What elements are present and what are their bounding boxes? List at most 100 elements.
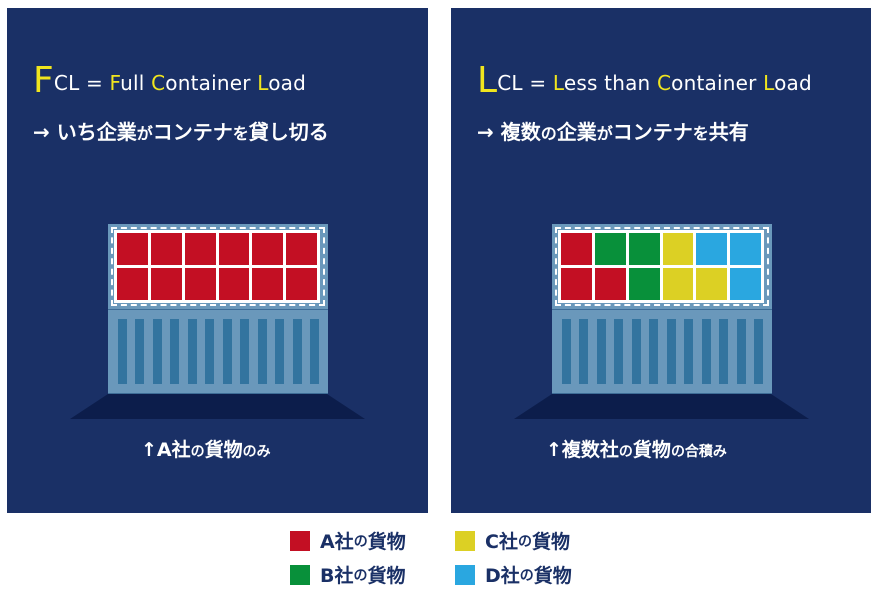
container-rib [684, 319, 694, 384]
lcl-sub-part: → 複数 [477, 120, 541, 144]
legend-label: の [353, 567, 368, 584]
container-rib [596, 319, 606, 384]
fcl-sub-part: が [136, 124, 153, 143]
legend-swatch-d [455, 564, 475, 585]
cargo-box-b [628, 233, 660, 265]
legend-item-d: D社の貨物 [455, 561, 572, 588]
cargo-box-a [184, 233, 216, 265]
container-rib [257, 319, 267, 384]
legend-label: の [517, 533, 532, 550]
legend-label: C社 [485, 531, 518, 553]
lcl-title: LCL = Less than Container Load [477, 60, 812, 101]
lcl-sub-part: コンテナ [612, 120, 693, 144]
fcl-sub-part: コンテナ [152, 120, 233, 144]
fcl-caption: ↑A社の貨物のみ [141, 435, 271, 462]
legend-item-c: C社の貨物 [455, 527, 570, 554]
cargo-box-a [286, 233, 317, 265]
legend-label: 貨物 [367, 565, 406, 587]
cargo-box-a [150, 268, 182, 300]
container-rib [649, 319, 659, 384]
container-rib [135, 319, 145, 384]
lcl-word1-initial: L [552, 71, 564, 95]
fcl-panel: FCL = Full Container Load → いち企業がコンテナを貸し… [7, 8, 428, 513]
legend-swatch-b [290, 564, 310, 585]
legend-label: 貨物 [533, 565, 572, 587]
container-rib [579, 319, 589, 384]
cargo-frame [108, 224, 328, 309]
container-rib [614, 319, 624, 384]
lcl-sub-part: を [692, 124, 709, 143]
fcl-word3-initial: L [257, 71, 269, 95]
lcl-cap-part: の [618, 444, 633, 460]
cargo-box-c [662, 268, 694, 300]
fcl-word1-initial: F [109, 71, 121, 95]
cargo-box-a [117, 233, 148, 265]
cargo-frame [552, 224, 772, 309]
lcl-panel: LCL = Less than Container Load → 複数の企業がコ… [451, 8, 871, 513]
legend-label: の [519, 567, 534, 584]
cargo-box-b [628, 268, 660, 300]
lcl-word2-rest: ontainer [671, 71, 764, 95]
lcl-word3-initial: L [763, 71, 775, 95]
container-rib [666, 319, 676, 384]
legend: A社の貨物 B社の貨物 C社の貨物 D社の貨物 [290, 527, 610, 587]
legend-label: B社 [320, 565, 354, 587]
container-rib [562, 319, 571, 384]
lcl-word1-rest: ess than [563, 71, 657, 95]
cargo-box-c [696, 268, 728, 300]
lcl-subtitle: → 複数の企業がコンテナを共有 [477, 116, 749, 145]
fcl-cargo-grid [114, 230, 320, 303]
cargo-box-a [184, 268, 216, 300]
lcl-sub-part: の [540, 124, 557, 143]
lcl-sub-part: 企業 [556, 120, 597, 144]
container-rib [753, 319, 763, 384]
legend-swatch-c [455, 530, 475, 551]
cargo-box-d [730, 233, 761, 265]
fcl-word2-rest: ontainer [165, 71, 258, 95]
container-rib [631, 319, 641, 384]
legend-label: 貨物 [531, 531, 570, 553]
cargo-box-c [662, 233, 694, 265]
fcl-sub-part: 貸し切る [248, 120, 329, 144]
container-rib [240, 319, 250, 384]
lcl-title-initial: L [477, 60, 498, 101]
floor-shadow [70, 394, 365, 419]
cargo-box-a [252, 233, 284, 265]
lcl-sub-part: が [596, 124, 613, 143]
lcl-sub-part: 共有 [708, 120, 749, 144]
lcl-caption: ↑複数社の貨物の合積み [546, 435, 727, 462]
legend-label: 貨物 [367, 531, 406, 553]
cargo-box-a [117, 268, 148, 300]
floor-shadow [514, 394, 809, 419]
cargo-box-a [286, 268, 317, 300]
container-rib [719, 319, 729, 384]
lcl-cap-part: ↑複数社 [546, 439, 619, 461]
fcl-word3-rest: oad [268, 71, 306, 95]
fcl-title-initial: F [33, 60, 54, 101]
fcl-cap-part: のみ [242, 444, 271, 460]
fcl-title: FCL = Full Container Load [33, 60, 306, 101]
container-rib [292, 319, 302, 384]
fcl-cap-part: の [190, 444, 205, 460]
container-rib [170, 319, 180, 384]
legend-label: D社 [485, 565, 520, 587]
fcl-sub-part: を [232, 124, 249, 143]
container-rib [187, 319, 197, 384]
cargo-dashed-border [555, 227, 769, 306]
cargo-box-a [150, 233, 182, 265]
legend-label: A社 [320, 531, 354, 553]
cargo-box-d [696, 233, 728, 265]
container-rib [275, 319, 285, 384]
container-rib [118, 319, 127, 384]
container-rib [152, 319, 162, 384]
fcl-cap-part: ↑A社 [141, 439, 191, 461]
legend-item-a: A社の貨物 [290, 527, 406, 554]
container-body [108, 309, 328, 394]
lcl-word2-initial: C [656, 71, 672, 95]
cargo-box-d [730, 268, 761, 300]
fcl-subtitle: → いち企業がコンテナを貸し切る [33, 116, 329, 145]
cargo-box-a [252, 268, 284, 300]
cargo-box-a [218, 268, 250, 300]
lcl-cargo-grid [558, 230, 764, 303]
fcl-word1-rest: ull [120, 71, 152, 95]
